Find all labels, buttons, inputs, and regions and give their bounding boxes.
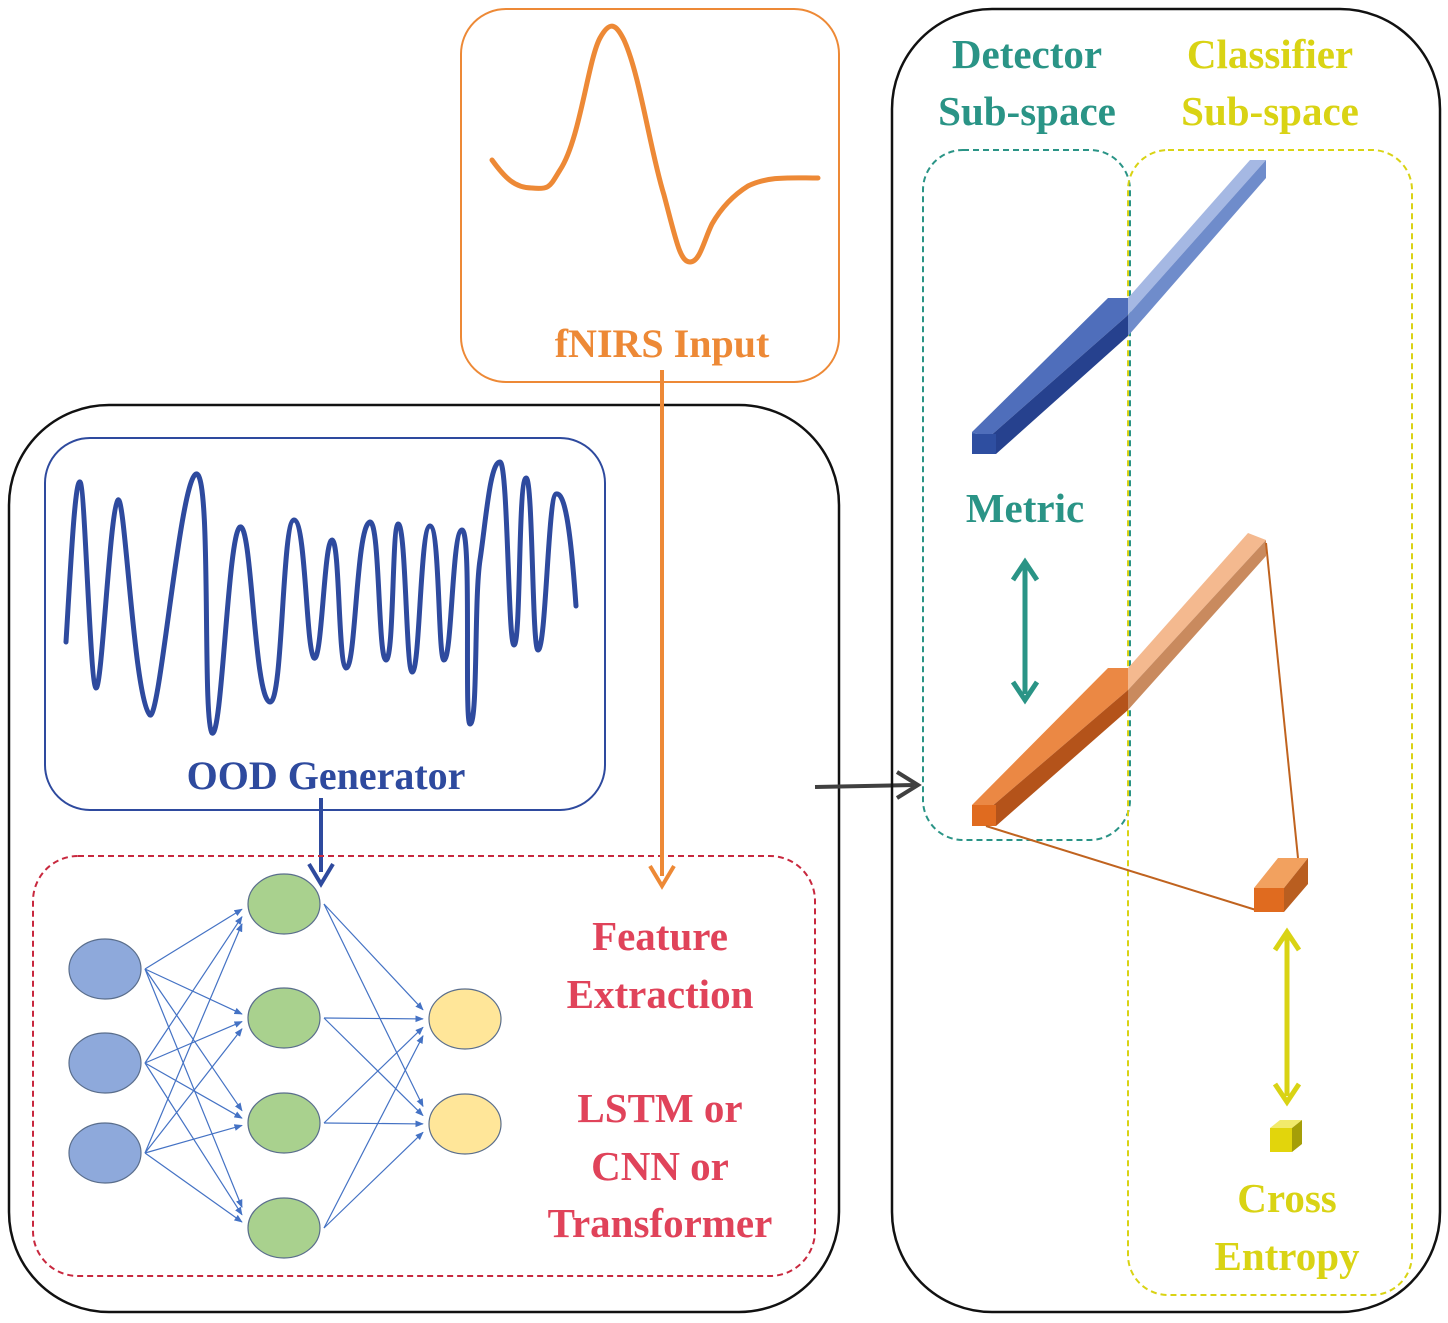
hidden-node [247, 1197, 321, 1259]
ood-to-network-arrowhead [307, 862, 335, 888]
metric-arrowhead-bottom [1010, 680, 1040, 705]
classifier-title-line2: Sub-space [1181, 88, 1359, 134]
network-edge [144, 908, 243, 970]
network-edge [323, 1120, 424, 1128]
network-edge [144, 968, 243, 1209]
hidden-node [247, 987, 321, 1049]
network-edge [144, 1124, 243, 1154]
ood-signal-wave [63, 459, 579, 736]
network-edge [144, 968, 243, 1015]
feature-extraction-box [32, 855, 816, 1277]
output-node [428, 988, 502, 1050]
latent-space-container [890, 7, 1442, 1314]
input-node [68, 1032, 142, 1094]
model-label-line3: Transformer [548, 1200, 773, 1246]
feature-label-line1: Feature [592, 913, 728, 959]
metric-arrowhead-top [1010, 557, 1040, 582]
input-node [68, 1122, 142, 1184]
network-edge [323, 1017, 424, 1117]
metric-label: Metric [966, 485, 1084, 531]
cross-entropy-arrowhead-top [1272, 927, 1302, 952]
network-nodes [68, 873, 502, 1259]
orange-feature-bar [972, 533, 1266, 826]
output-node [428, 1093, 502, 1155]
fnirs-input-label: fNIRS Input [555, 321, 770, 366]
network-edge [144, 1021, 243, 1064]
fnirs-signal-wave [489, 23, 821, 265]
network-edge [323, 1034, 424, 1229]
ood-generator-label: OOD Generator [187, 753, 466, 798]
detector-title-line2: Sub-space [938, 88, 1116, 134]
network-edge [323, 903, 424, 1108]
cross-entropy-label-line1: Cross [1237, 1175, 1336, 1221]
network-edge [323, 1131, 424, 1229]
network-edge [323, 1015, 424, 1023]
network-edge [323, 1026, 424, 1124]
classifier-title-line1: Classifier [1187, 31, 1353, 77]
detector-subspace-box [922, 149, 1131, 841]
fnirs-input-box [460, 8, 840, 383]
classifier-subspace-box [1127, 149, 1413, 1296]
feature-label-line2: Extraction [567, 971, 754, 1017]
bar-end-to-cube-line [1265, 542, 1299, 859]
fnirs-to-feature-arrowhead [648, 864, 676, 890]
network-edge [323, 903, 424, 1011]
network-edges [144, 903, 424, 1229]
orange-class-block [1254, 858, 1308, 912]
hidden-node [247, 1092, 321, 1154]
orange-bar-to-cube-line [985, 825, 1257, 911]
cross-entropy-arrowhead-bottom [1272, 1082, 1302, 1107]
model-label-line2: CNN or [591, 1143, 729, 1189]
hidden-node [247, 873, 321, 935]
network-edge [144, 1152, 243, 1223]
network-edge [144, 916, 243, 1064]
cross-entropy-label-line2: Entropy [1214, 1233, 1360, 1279]
yellow-label-cube [1270, 1120, 1302, 1152]
detector-title-line1: Detector [952, 31, 1102, 77]
encoder-container [7, 403, 841, 1314]
network-edge [144, 1028, 243, 1154]
encoder-to-space-arrow [814, 783, 915, 789]
input-node [68, 938, 142, 1000]
model-label-line1: LSTM or [577, 1085, 742, 1131]
blue-feature-bar [972, 160, 1266, 454]
network-edge [144, 923, 243, 1154]
ood-generator-box [44, 437, 606, 811]
encoder-to-space-arrowhead [895, 770, 922, 800]
